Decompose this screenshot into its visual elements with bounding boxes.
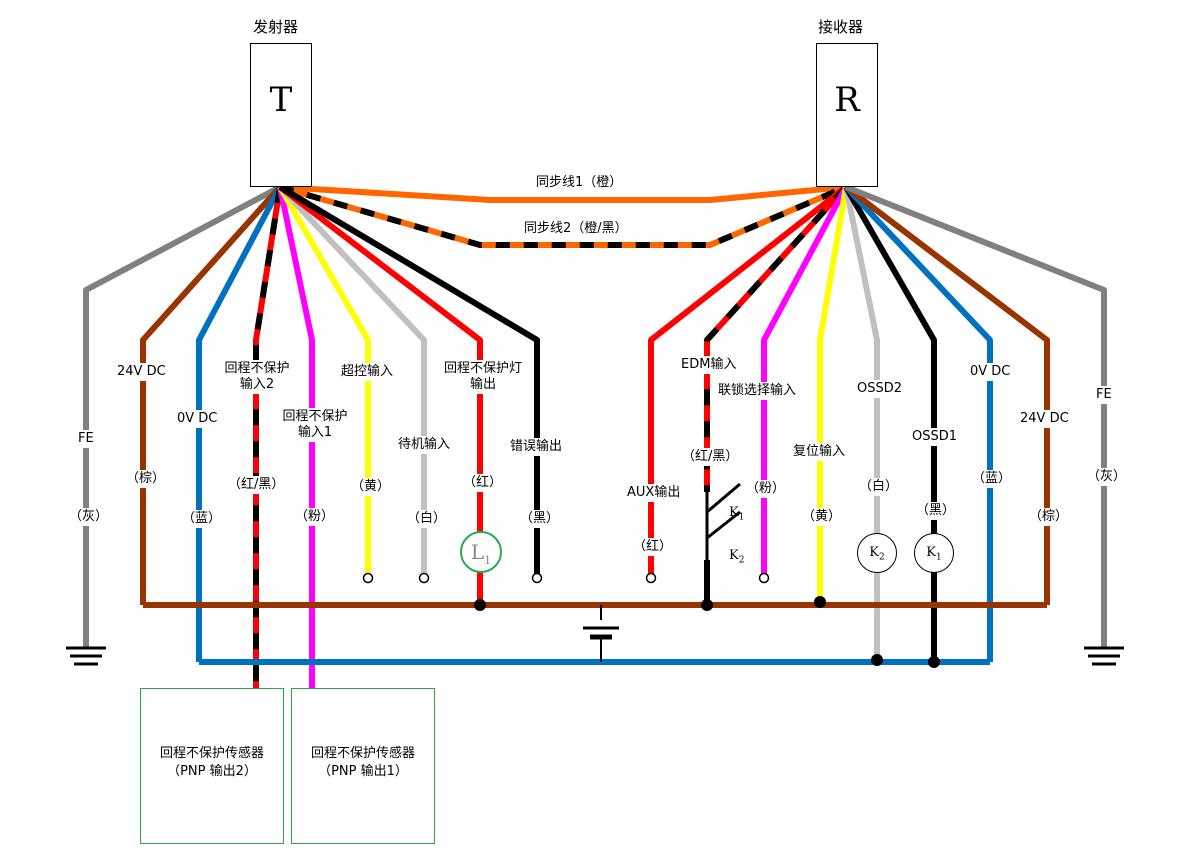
- terminal-error-out: [531, 572, 543, 584]
- t-24v-color: （棕）: [124, 470, 168, 488]
- coil-k2-letter: K: [869, 545, 879, 560]
- junction-ossd1: [928, 656, 940, 668]
- t-wire-lamp-out: [278, 184, 483, 605]
- t-standby-color: （白）: [405, 510, 449, 528]
- t-wire-0v: [196, 185, 283, 662]
- r-interlock-color: （粉）: [744, 480, 788, 498]
- r-ossd1-color: （黑）: [914, 502, 958, 520]
- t-input2-color: （红/黑）: [226, 476, 287, 494]
- r-aux-color: （红）: [631, 538, 675, 556]
- t-override-color: （黄）: [349, 478, 393, 496]
- t-fe-name: FE: [76, 430, 96, 448]
- r-aux-name: AUX输出: [625, 484, 683, 502]
- contact-k2: [705, 510, 741, 562]
- terminal-override: [362, 572, 374, 584]
- t-input2-name: 回程不保护输入2: [222, 360, 292, 394]
- r-0v-name: 0V DC: [968, 363, 1013, 381]
- terminal-aux: [645, 572, 657, 584]
- r-fe-color: （灰）: [1085, 468, 1129, 486]
- coil-k2: K2: [857, 533, 897, 573]
- t-wire-input1: [277, 186, 315, 688]
- t-0v-name: 0V DC: [175, 410, 220, 428]
- sync-line-2-label: 同步线2（橙/黑）: [522, 220, 630, 238]
- r-wire-ossd2: [843, 186, 880, 660]
- receiver-box: R: [816, 43, 878, 187]
- t-wire-input2-black: [253, 186, 283, 688]
- r-edm-color: （红/黑）: [680, 448, 741, 466]
- junction-ossd2: [871, 654, 883, 666]
- ground-left: [66, 646, 106, 666]
- contact-k1-label: K1: [729, 505, 744, 523]
- sync-line-1: [279, 184, 847, 203]
- coil-k1: K1: [914, 533, 954, 573]
- r-24v-color: （棕）: [1027, 508, 1071, 526]
- sensor-box-2: 回程不保护传感器 （PNP 输出2）: [140, 688, 284, 844]
- t-24v-name: 24V DC: [115, 363, 168, 381]
- transmitter-box: T: [250, 43, 312, 187]
- r-reset-name: 复位输入: [791, 443, 848, 461]
- r-wire-edm-black: [704, 184, 849, 492]
- r-fe-name: FE: [1094, 386, 1114, 404]
- r-wire-reset: [817, 186, 849, 602]
- t-lamp-out-name: 回程不保护灯输出: [439, 360, 527, 394]
- r-0v-color: （蓝）: [970, 470, 1014, 488]
- ground-right: [1084, 646, 1124, 666]
- t-input1-name: 回程不保护输入1: [278, 408, 352, 442]
- t-fe-color: （灰）: [67, 508, 111, 526]
- t-lamp-out-color: （红）: [461, 474, 505, 492]
- t-input1-color: （粉）: [293, 508, 337, 526]
- terminal-standby: [418, 572, 430, 584]
- r-interlock-name: 联锁选择输入: [716, 382, 799, 400]
- t-wire-override: [277, 185, 371, 574]
- t-wire-error-out: [278, 184, 540, 574]
- r-ossd1-name: OSSD1: [910, 428, 960, 446]
- transmitter-letter: T: [269, 80, 293, 120]
- sync-line-2-black: [279, 184, 848, 248]
- receiver-letter: R: [834, 80, 860, 120]
- contact-k1-sub: 1: [738, 512, 745, 523]
- sensor-1-line1: 回程不保护传感器: [310, 746, 415, 761]
- r-wire-0v: [843, 184, 993, 662]
- r-24v-name: 24V DC: [1018, 410, 1071, 428]
- t-wire-24v: [140, 184, 283, 605]
- junction-edm: [701, 599, 713, 611]
- t-error-out-color: （黑）: [518, 510, 562, 528]
- lamp-letter: L: [470, 540, 485, 564]
- t-error-out-name: 错误输出: [508, 438, 565, 456]
- t-0v-color: （蓝）: [180, 510, 224, 528]
- coil-k1-sub: 1: [935, 552, 942, 563]
- sensor-2-line1: 回程不保护传感器: [159, 746, 264, 761]
- t-override-name: 超控输入: [339, 363, 396, 381]
- t-wire-fe: [83, 184, 282, 648]
- lamp-l1: L1: [460, 531, 502, 573]
- coil-k2-sub: 2: [878, 552, 885, 563]
- sensor-1-line2: （PNP 输出1）: [318, 764, 408, 779]
- lamp-sub: 1: [484, 554, 492, 567]
- contact-k2-letter: K: [729, 548, 739, 563]
- t-wire-standby: [277, 184, 427, 574]
- r-edm-name: EDM输入: [679, 356, 739, 374]
- t-standby-name: 待机输入: [396, 436, 453, 454]
- terminal-interlock: [758, 572, 770, 584]
- r-ossd2-color: （白）: [857, 478, 901, 496]
- junction-reset: [814, 596, 826, 608]
- contact-k2-sub: 2: [738, 555, 745, 566]
- sensor-box-1: 回程不保护传感器 （PNP 输出1）: [291, 688, 435, 844]
- r-reset-color: （黄）: [800, 508, 844, 526]
- contact-k2-label: K2: [729, 548, 744, 566]
- sync-line-1-label: 同步线1（橙）: [534, 174, 625, 192]
- r-wire-fe: [844, 184, 1107, 648]
- r-ossd2-name: OSSD2: [855, 380, 905, 398]
- sensor-2-line2: （PNP 输出2）: [167, 764, 257, 779]
- coil-k1-letter: K: [926, 545, 936, 560]
- junction-lamp: [474, 599, 486, 611]
- contact-k1-letter: K: [729, 505, 739, 520]
- transmitter-title: 发射器: [253, 18, 299, 36]
- receiver-title: 接收器: [818, 18, 864, 36]
